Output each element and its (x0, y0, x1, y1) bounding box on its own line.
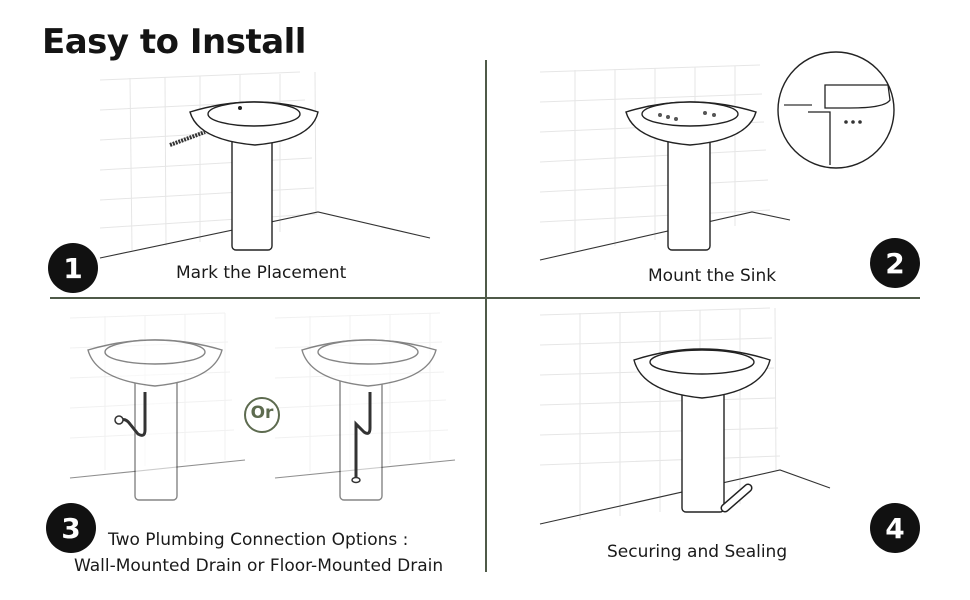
step-4-illustration (539, 307, 831, 525)
step-4-caption: Securing and Sealing (607, 542, 788, 562)
step-2-badge: 2 (870, 238, 920, 288)
step-3-caption-line2: Wall-Mounted Drain or Floor-Mounted Drai… (74, 556, 444, 576)
step-3-caption-line1: Two Plumbing Connection Options : (108, 530, 409, 550)
step-3-illustration (69, 312, 456, 501)
step-1-badge: 1 (48, 243, 98, 293)
horizontal-divider (50, 297, 920, 299)
step-1-caption: Mark the Placement (176, 263, 347, 283)
step-1-illustration (99, 71, 431, 259)
page-title: Easy to Install (42, 22, 306, 62)
step-2-caption: Mount the Sink (648, 266, 777, 286)
step-3-badge: 3 (46, 503, 96, 553)
step-2-illustration (539, 51, 895, 261)
step-4-badge: 4 (870, 503, 920, 553)
or-circle (244, 397, 280, 433)
vertical-divider (485, 60, 487, 572)
or-label: Or (250, 403, 274, 423)
